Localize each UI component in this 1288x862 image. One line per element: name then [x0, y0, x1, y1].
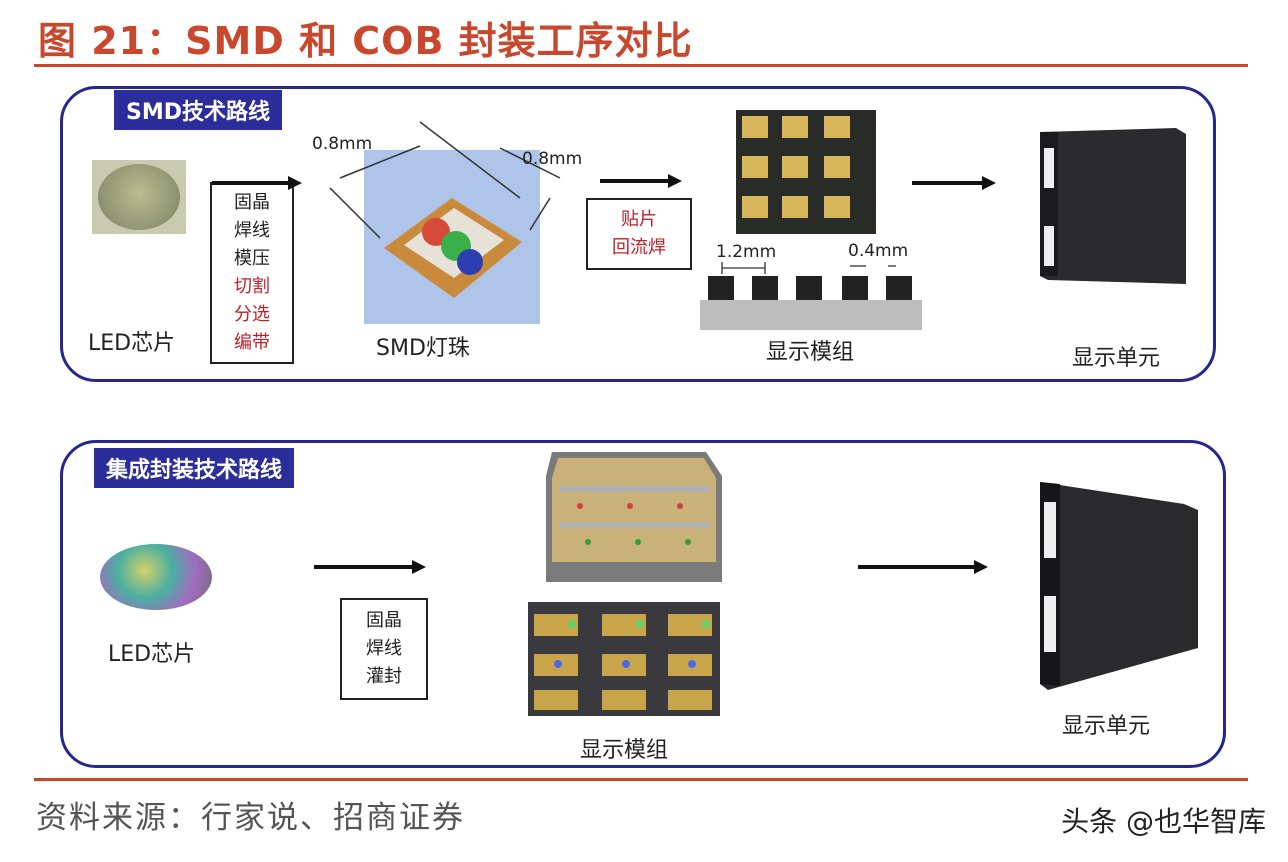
smd-mount-step: 回流焊 — [612, 237, 666, 258]
smd-module-image — [736, 110, 876, 234]
cob-module-3d-image — [546, 452, 722, 582]
cob-step: 固晶 — [366, 610, 402, 631]
smd-step: 模压 — [234, 248, 270, 269]
smd-led-chip-label: LED芯片 — [88, 331, 176, 356]
smd-step: 固晶 — [234, 192, 270, 213]
cob-display-unit-label: 显示单元 — [1062, 714, 1151, 739]
cob-step: 灌封 — [366, 666, 402, 687]
smd-pitch-diagram — [700, 262, 922, 330]
cob-led-chip-image — [100, 544, 212, 610]
smd-process-steps: 固晶 焊线 模压 切割 分选 编带 — [210, 182, 294, 364]
footer-rule — [34, 778, 1248, 781]
smd-pitch-a: 1.2mm — [716, 242, 777, 262]
smd-dimension-b: 0.8mm — [522, 149, 583, 169]
smd-step: 焊线 — [234, 220, 270, 241]
title-rule — [34, 64, 1248, 67]
smd-step: 切割 — [234, 276, 270, 297]
cob-step: 焊线 — [366, 638, 402, 659]
smd-step: 编带 — [234, 332, 270, 353]
smd-pitch-b: 0.4mm — [848, 241, 909, 261]
smd-module-label: 显示模组 — [766, 340, 855, 365]
smd-route-tag: SMD技术路线 — [114, 90, 282, 130]
cob-module-label: 显示模组 — [580, 738, 669, 763]
smd-arrow-3 — [912, 176, 996, 190]
cob-display-unit-image — [1040, 482, 1198, 690]
smd-display-unit-label: 显示单元 — [1072, 346, 1161, 371]
cob-module-photo — [528, 602, 720, 716]
smd-display-unit-image — [1040, 128, 1186, 284]
smd-arrow-1 — [212, 176, 302, 190]
smd-mount-step: 贴片 — [621, 209, 657, 230]
smd-dimension-a: 0.8mm — [312, 134, 373, 154]
smd-mount-steps: 贴片 回流焊 — [586, 198, 692, 270]
smd-led-chip-image — [92, 160, 186, 234]
figure-title: 图 21：SMD 和 COB 封装工序对比 — [38, 19, 693, 63]
smd-bead-label: SMD灯珠 — [376, 336, 470, 361]
cob-process-steps: 固晶 焊线 灌封 — [340, 598, 428, 700]
smd-arrow-2 — [600, 174, 682, 188]
smd-dimension-lines — [329, 121, 561, 239]
cob-arrow-2 — [858, 560, 988, 574]
cob-led-chip-label: LED芯片 — [108, 642, 196, 667]
smd-step: 分选 — [234, 304, 270, 325]
smd-bead-image — [364, 150, 540, 324]
source-note: 资料来源：行家说、招商证券 — [36, 800, 465, 836]
cob-arrow-1 — [314, 560, 426, 574]
cob-route-tag: 集成封装技术路线 — [94, 448, 295, 488]
watermark: 头条 @也华智库 — [1061, 805, 1266, 838]
